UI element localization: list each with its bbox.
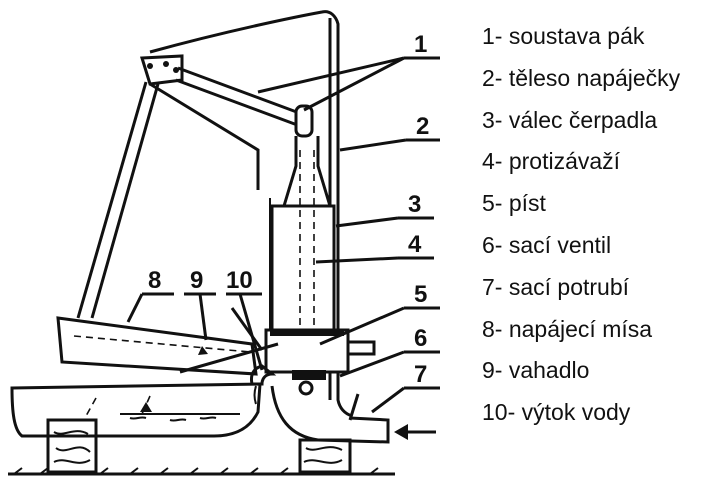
piston-housing [264,328,376,396]
support-left [46,418,98,474]
callout-3: 3 [408,191,421,218]
legend-item: 9- vahadlo [482,357,590,384]
legend-item: 6- sací ventil [482,231,612,258]
lever-system [76,54,314,319]
callout-5: 5 [414,281,427,308]
callout-9: 9 [190,267,203,294]
callout-8: 8 [148,267,161,294]
callout-7: 7 [414,361,427,388]
legend-item: 8- napájecí mísa [482,315,653,342]
legend-item: 5- píst [482,190,546,217]
base-trough [10,382,390,444]
legend-item: 1- soustava pák [482,23,645,49]
legend-item: 7- sací potrubí [482,273,630,300]
support-right [298,438,352,474]
water-outlet [250,364,277,405]
callout-numbers: 1 2 3 4 5 6 7 8 9 10 [148,31,429,388]
rocker-arm [179,307,279,374]
leader-lines [126,56,440,414]
callout-10: 10 [226,267,253,294]
callout-1: 1 [414,31,427,58]
pump-cylinder [269,136,339,336]
legend-item: 4- protizávaží [482,148,621,175]
legend-item: 10- výtok vody [482,399,631,426]
callout-6: 6 [414,325,427,352]
drinking-bowl [56,316,258,376]
callout-2: 2 [416,113,429,140]
callout-4: 4 [408,231,422,258]
legend: 1- soustava pák 2- těleso napáječky 3- v… [482,16,712,434]
legend-item: 3- válec čerpadla [482,106,658,133]
water-inlet-arrow [394,424,436,440]
legend-item: 2- těleso napáječky [482,64,681,91]
